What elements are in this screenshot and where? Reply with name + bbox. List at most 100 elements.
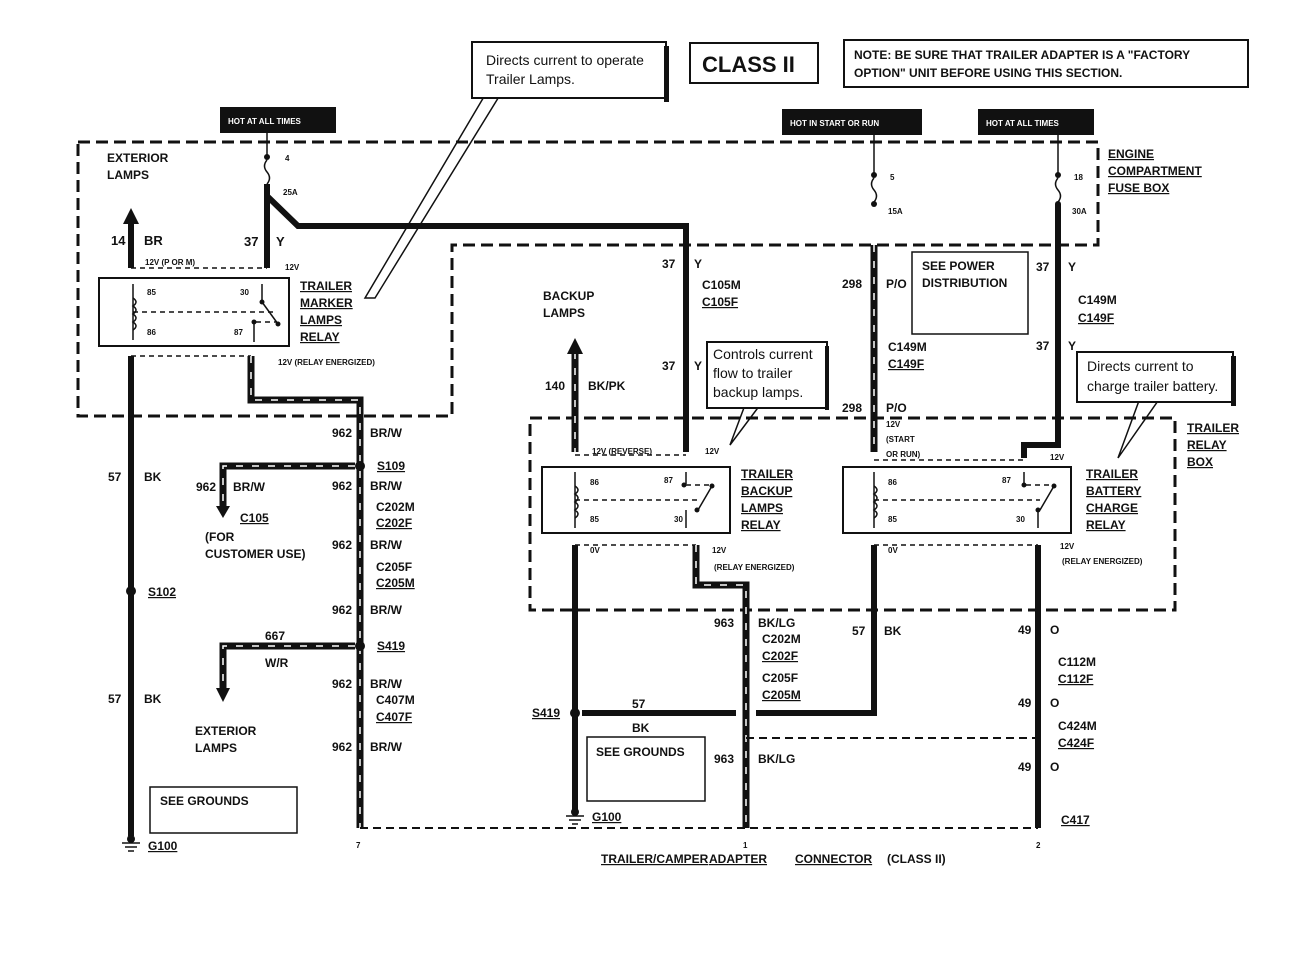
circuit-number: 37 [662,359,676,373]
backup-lamps-label: LAMPS [543,306,585,320]
circuit-number: 57 [852,624,866,638]
wire-963-bklg [692,545,750,828]
see-grounds-text: SEE GROUNDS [160,794,249,808]
fuse-amps: 30A [1072,207,1087,216]
relay-pin: 86 [590,478,599,487]
circuit-color: BR/W [370,603,403,617]
fuse-number: 4 [285,154,290,163]
circuit-color: BR/W [370,479,403,493]
splice-label: S419 [532,706,560,720]
relay-pin: 85 [590,515,599,524]
circuit-color: W/R [265,656,289,670]
ground-g100-left: G100 [122,835,178,853]
connector-label: C149M [888,340,927,354]
callout-text: backup lamps. [713,384,803,400]
callout-text: charge trailer battery. [1087,378,1218,394]
callout-text: Directs current to operate [486,52,644,68]
trailer-backup-lamps-relay: 86 87 85 30 [541,466,731,534]
circuit-color: Y [694,257,702,271]
circuit-number: 49 [1018,623,1032,637]
circuit-number: 298 [842,401,862,415]
circuit-number: 962 [196,480,216,494]
see-grounds-box-2 [586,736,706,802]
connector-label: C105M [702,278,741,292]
circuit-number: 962 [332,677,352,691]
note-box: NOTE: BE SURE THAT TRAILER ADAPTER IS A … [843,39,1249,88]
voltage-label: 12V (RELAY ENERGIZED) [278,358,375,367]
wire-14-br: 14 BR [111,208,163,268]
circuit-color: Y [1068,260,1076,274]
fuse-number: 18 [1074,173,1083,182]
relay-name: MARKER [300,296,353,310]
power-label-text: HOT AT ALL TIMES [228,117,302,126]
connector-label: C112M [1058,655,1096,669]
connector-label: C205M [762,688,801,702]
voltage-label: 12V [705,447,720,456]
circuit-color: BK/LG [758,752,795,766]
connector-label: C202M [376,500,415,514]
connector-label: C202F [376,516,412,530]
connector-title-part: ADAPTER [709,852,767,866]
power-label-hot-at-all-times: HOT AT ALL TIMES [220,107,336,133]
engine-fuse-box-label: COMPARTMENT [1108,164,1202,178]
circuit-number: 298 [842,277,862,291]
circuit-color: P/O [886,401,907,415]
callout-text: Controls current [713,346,813,362]
circuit-color: BK [144,692,162,706]
relay-pin: 86 [147,328,156,337]
ground-g100-right: G100 [566,808,622,825]
power-label-hot-at-all-times-2: HOT AT ALL TIMES [978,109,1094,135]
connector-label: C105 [240,511,269,525]
see-power-text: SEE POWER [922,259,995,273]
relay-name: RELAY [741,518,781,532]
circuit-number: 962 [332,538,352,552]
backup-lamps-label: BACKUP [543,289,594,303]
connector-label: C202M [762,632,801,646]
relay-pin: 85 [888,515,897,524]
circuit-number: 49 [1018,760,1032,774]
circuit-color: BR [144,233,163,248]
relay-name: RELAY [1086,518,1126,532]
engine-fuse-box-label: ENGINE [1108,147,1154,161]
connector-label: C149F [1078,311,1114,325]
note-line: NOTE: BE SURE THAT TRAILER ADAPTER IS A … [854,48,1190,62]
circuit-number: 57 [108,692,122,706]
connector-pin: 7 [356,841,361,850]
splice-s102 [126,586,136,596]
connector-label: C205F [762,671,798,685]
circuit-number: 49 [1018,696,1032,710]
see-power-distribution-box [911,251,1029,335]
relay-pin: 30 [1016,515,1025,524]
circuit-color: O [1050,760,1059,774]
circuit-number: 37 [1036,339,1050,353]
relay-name: TRAILER [741,467,793,481]
splice-s109 [355,461,365,471]
circuit-color: BR/W [370,740,403,754]
connector-label: C424M [1058,719,1097,733]
engine-fuse-box-outline [76,140,1100,418]
circuit-number: 963 [714,616,734,630]
voltage-label: 12V [712,546,727,555]
voltage-label: 12V [1050,453,1065,462]
circuit-color: BK/PK [588,379,626,393]
fuse-4: 4 25A [263,133,298,197]
circuit-color: BR/W [370,538,403,552]
connector-label: C112F [1058,672,1093,686]
relay-pin: 30 [674,515,683,524]
relay-pin: 87 [664,476,673,485]
circuit-color: Y [694,359,702,373]
callout-text: Trailer Lamps. [486,71,575,87]
circuit-number: 14 [111,233,126,248]
voltage-label: 12V (REVERSE) [592,447,652,456]
circuit-color: Y [276,234,285,249]
trailer-relay-box-label: TRAILER [1187,421,1239,435]
circuit-color: P/O [886,277,907,291]
relay-name: LAMPS [300,313,342,327]
callout-charge-relay: Directs current to charge trailer batter… [1076,351,1236,459]
relay-name: BATTERY [1086,484,1141,498]
connector-title-part: TRAILER/CAMPER [601,852,709,866]
circuit-number: 963 [714,752,734,766]
power-label-text: HOT IN START OR RUN [790,119,879,128]
connector-label: C149F [888,357,924,371]
trailer-marker-lamps-relay: 85 30 86 87 [98,277,290,347]
